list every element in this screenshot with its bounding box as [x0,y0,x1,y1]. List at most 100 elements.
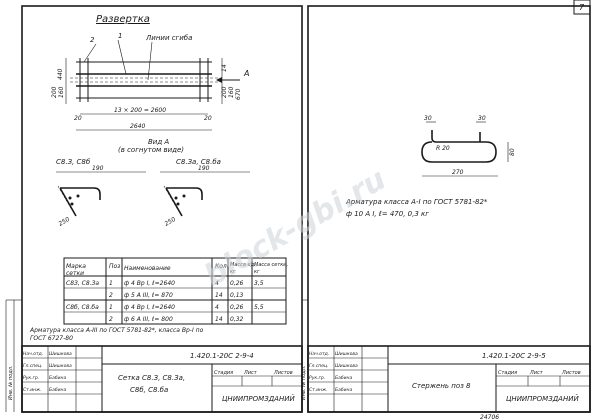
spec-cell-r0-c0: С8З, С8.За [66,280,99,287]
dim-left-200: 200 [51,86,58,98]
left-company: ЦНИИПРОМЗДАНИЙ [222,394,295,403]
left-title-people: Нач.отд.ШишковаГл.спец.ШишковаРук.гр.Баб… [23,351,72,393]
spec-header-4-b: кг [230,269,236,275]
dim-width-270: 270 [452,169,464,176]
right-sheet-code: 1.420.1-20С 2-9-5 [482,352,546,360]
left-part-name-1: Сетка С8.З, С8.За, [118,374,185,382]
view-title: Вид А [148,138,169,146]
right-stage-header-2: Листов [561,370,581,376]
corner-box [573,0,591,15]
dim-20-left: 20 [74,115,82,122]
spec-note: Арматура класса А-III по ГОСТ 5781-82*, … [29,327,204,334]
spec-cell-r2-c4: 0,26 [230,304,244,311]
spec-cell-r1-c2: ф 5 А III, ℓ= 870 [124,292,173,299]
bar-shape [421,130,497,163]
bar-note-2: ф 10 А I, ℓ= 470, 0,3 кг [346,210,429,218]
group-label-right: С8.За, С8.бa [176,158,221,166]
bottom-stamp: 24706 [480,414,499,420]
left_sheet-role-2: Рук.гр. [23,375,39,381]
dim-top-440: 440 [57,68,64,80]
dim-left-250: 250 [58,216,72,228]
spec-cell-r1-c3: 14 [215,292,223,299]
left_sheet-role-3: Ст.инж. [23,387,42,393]
leader-bend [147,41,153,81]
spec-cell-r1-c1: 2 [109,292,113,299]
left-stage-header-1: Лист [243,370,258,376]
profile-right: 190 250 [160,165,250,228]
view-label-a: А [243,69,249,78]
left_sheet-person-2: Бабина [49,375,66,381]
left-sheet-code: 1.420.1-20С 2-9-4 [190,352,254,360]
spec-note-2: ГОСТ 6727-80 [30,335,73,342]
right_sheet-person-3: Бабина [335,387,352,393]
dim-height-80: 80 [509,148,516,156]
left-title-block [21,345,303,413]
radius-label: R 20 [436,145,450,152]
dim-right-190: 190 [198,165,210,172]
dim-span: 13 × 200 = 2600 [114,107,166,114]
leader-1 [117,39,127,75]
right_sheet-role-3: Ст.инж. [309,387,328,393]
spec-header-1: Поз [109,263,120,270]
label-pos-1: 1 [118,32,122,40]
dim-20-right: 20 [204,115,212,122]
spec-cell-r0-c2: ф 4 Вр I, ℓ=2640 [124,280,175,287]
left_sheet-role-0: Нач.отд. [23,351,43,357]
left_sheet-person-3: Бабина [49,387,66,393]
spec-cell-r2-c0: С8б, С8.ба [66,304,99,311]
left-stage-header-0: Стадия [214,370,233,376]
profile-left: 190 250 [56,165,146,228]
right-margin-tag: Инв. № подл. [301,366,307,401]
right_sheet-person-0: Шишкова [335,351,358,357]
bend-lines-label: Линии сгиба [145,34,192,42]
label-pos-2: 2 [90,36,95,44]
right-title-people: Нач.отд.ШишковаГл.спец.ШишковаРук.гр.Баб… [309,351,358,393]
right_sheet-person-2: Бабина [335,375,352,381]
watermark: block-gbi.ru [198,162,392,294]
spec-header-5: Масса сетки, [254,262,288,268]
spec-cell-r2-c5: 5,5 [254,304,264,311]
left_sheet-role-1: Гл.спец. [23,363,43,369]
spec-table [63,257,287,325]
spec-header-2: Наименование [124,265,171,272]
spec-header-4: Масса ед., [230,262,257,268]
spec-header-3: Кол [215,263,227,270]
left-part-name-2: С8б, С8.ба [130,386,168,394]
spec-cell-r0-c1: 1 [109,280,113,287]
spec-cell-r0-c3: 4 [215,280,219,287]
spec-cell-r0-c4: 0,26 [230,280,244,287]
mesh-unfold [70,58,218,102]
dim-30-left: 30 [424,115,432,122]
corner-number: 7 [579,3,585,12]
spec-cell-r2-c3: 4 [215,304,219,311]
right-part-name: Стержень поз 8 [412,382,471,390]
right-company: ЦНИИПРОМЗДАНИЙ [506,394,579,403]
left-stage-header-2: Листов [273,370,293,376]
dim-30-right: 30 [478,115,486,122]
dim-total: 2640 [130,123,145,130]
view-subtitle: (в согнутом виде) [118,146,184,154]
spec-header-0: Марка [66,263,86,270]
dim-right-670: 670 [235,88,242,100]
bar-note-1: Арматура класса А-I по ГОСТ 5781-82* [345,198,488,206]
right-stage-header-0: Стадия [498,370,517,376]
spec-cell-r2-c2: ф 4 Вр I, ℓ=2640 [124,304,175,311]
right_sheet-role-0: Нач.отд. [309,351,329,357]
dim-right-160: 160 [228,86,235,98]
view-arrow-head [216,77,222,83]
left_sheet-person-0: Шишкова [49,351,72,357]
spec-cell-r3-c1: 2 [109,316,113,323]
dim-right-200: 200 [221,86,228,98]
left_sheet-person-1: Шишкова [49,363,72,369]
dim-right-250: 250 [164,216,178,228]
left-margin-tag: Инв. № подл. [8,366,14,401]
right_sheet-person-1: Шишкова [335,363,358,369]
right_sheet-role-1: Гл.спец. [309,363,329,369]
spec-cell-r0-c5: 3,5 [254,280,264,287]
spec-header-5-b: кг [254,269,260,275]
spec-header-0-b: сетки [66,270,84,277]
group-label-left: С8.З, С8б [56,158,91,166]
dim-left-190: 190 [92,165,104,172]
